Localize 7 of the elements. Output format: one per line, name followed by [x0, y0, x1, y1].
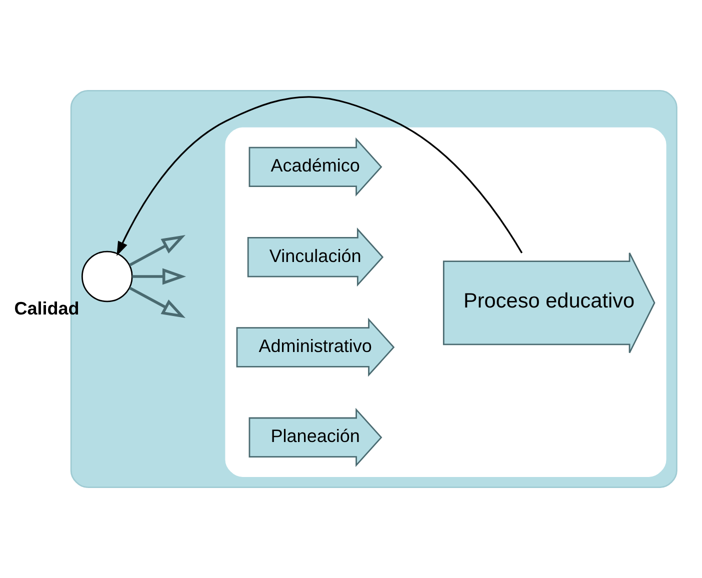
arrow: [129, 286, 186, 318]
arrow: [132, 268, 186, 285]
node-circle: [81, 250, 133, 302]
cluster: [225, 127, 666, 477]
arrow: [129, 235, 186, 266]
node-label: Calidad: [14, 298, 80, 319]
arrow: [116, 96, 523, 256]
